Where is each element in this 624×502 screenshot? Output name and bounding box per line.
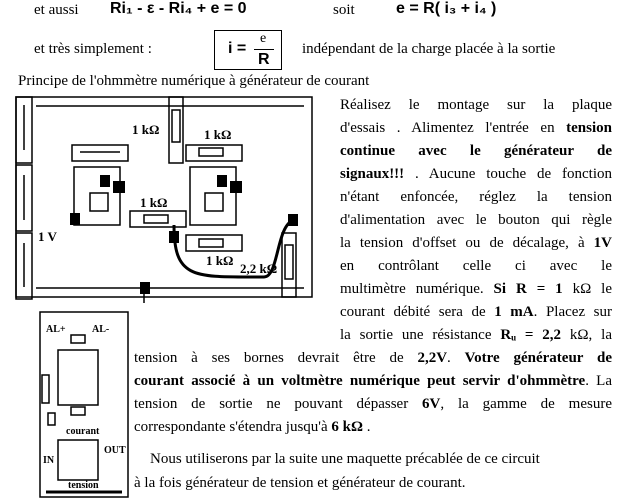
label-r-middle: 1 kΩ — [140, 195, 167, 210]
label-al-minus: AL- — [92, 324, 109, 335]
eq-line2-prefix: et très simplement : — [34, 41, 152, 57]
breadboard-diagram: 1 kΩ 1 kΩ 1 kΩ 1 kΩ 1 V 2,2 kΩ — [15, 96, 313, 303]
equation-e: e = R( i₃ + i₄ ) — [396, 0, 497, 17]
section-title: Principe de l'ohmmètre numérique à génér… — [18, 73, 370, 89]
label-in: IN — [43, 455, 55, 466]
eq-soit: soit — [333, 2, 355, 18]
label-al-plus: AL+ — [46, 324, 66, 335]
label-out: OUT — [104, 445, 126, 456]
formula-box — [214, 30, 282, 70]
fraction-bar — [254, 49, 274, 50]
label-tension: tension — [68, 480, 99, 491]
formula-denominator: R — [258, 51, 270, 68]
label-r-top: 1 kΩ — [132, 122, 159, 137]
label-load-2-2k: 2,2 kΩ — [240, 261, 277, 276]
label-r-bottom: 1 kΩ — [206, 253, 233, 268]
eq-line1-prefix: et aussi — [34, 2, 79, 18]
equation-mesh: Ri₁ - ε - Ri₄ + e = 0 — [110, 0, 247, 17]
label-courant: courant — [66, 426, 100, 437]
precabled-module-diagram: AL+ AL- courant OUT IN tension — [39, 311, 129, 498]
eq-line2-suffix: indépendant de la charge placée à la sor… — [302, 41, 556, 57]
label-r-right: 1 kΩ — [204, 127, 231, 142]
label-input-1v: 1 V — [38, 229, 58, 244]
formula-numerator: e — [260, 31, 267, 46]
formula-lhs: i = — [228, 40, 247, 57]
